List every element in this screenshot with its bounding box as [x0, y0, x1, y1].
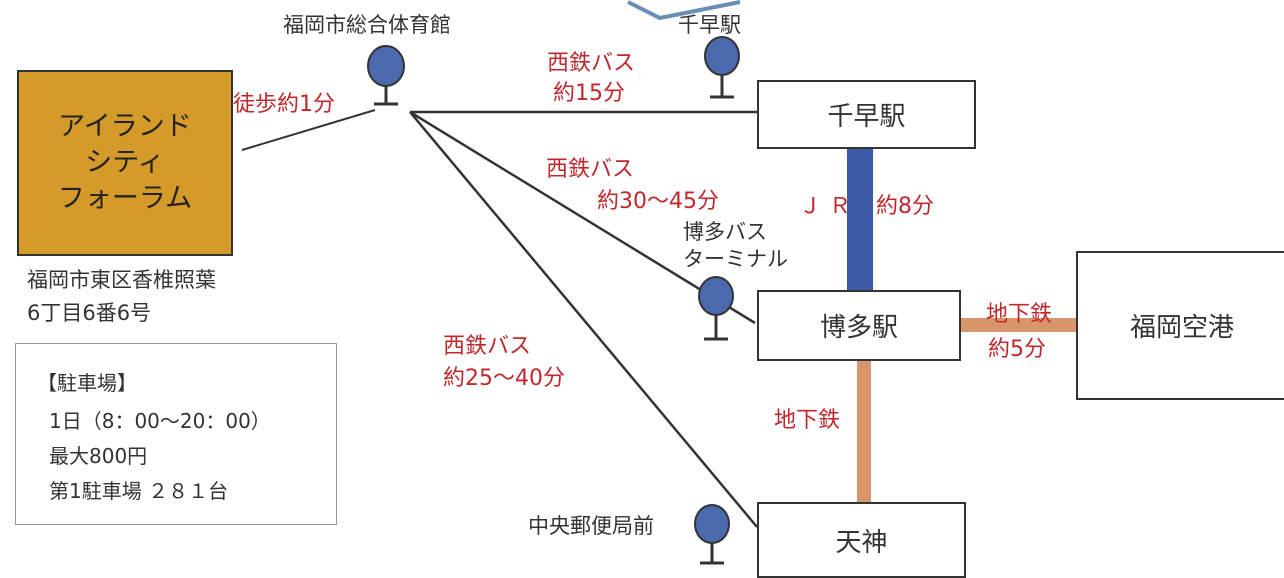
venue-name-line3: フォーラム [57, 183, 193, 214]
bus-stop-chihaya-icon [704, 36, 740, 99]
parking-title: 【駐車場】 [37, 371, 137, 395]
bus-stop-hakata-terminal-icon [698, 276, 734, 341]
bus-stop-gym-label: 福岡市総合体育館 [283, 13, 451, 37]
bus-route-hakata [409, 110, 756, 325]
jr-line [847, 147, 873, 290]
bus-route-tenjin [409, 111, 758, 528]
walk-connector-line [241, 109, 376, 151]
venue-address-line1: 福岡市東区香椎照葉 [27, 268, 216, 292]
route-chihaya-operator: 西鉄バス [547, 51, 636, 76]
jr-name-label: ＪＲ [799, 194, 860, 219]
parking-lot-capacity: 第1駐車場 ２８１台 [49, 479, 229, 503]
subway-tenjin-name-label: 地下鉄 [774, 408, 841, 433]
parking-info-box: 【駐車場】 1日（8：00〜20：00） 最大800円 第1駐車場 ２８１台 [15, 343, 337, 525]
bus-stop-hakata-terminal-label-line1: 博多バス [683, 220, 767, 244]
bus-stop-post-office-label: 中央郵便局前 [528, 514, 654, 538]
subway-airport-time-label: 約5分 [988, 337, 1046, 362]
station-chihaya: 千早駅 [757, 80, 976, 149]
route-hakata-operator: 西鉄バス [546, 157, 635, 182]
walk-time-label: 徒歩約1分 [233, 92, 335, 117]
station-tenjin: 天神 [757, 502, 966, 578]
subway-line-tenjin [857, 357, 871, 502]
subway-airport-name-label: 地下鉄 [986, 302, 1053, 327]
route-hakata-time: 約30〜45分 [597, 189, 719, 214]
venue-address-line2: 6丁目6番6号 [27, 301, 152, 325]
station-hakata: 博多駅 [757, 290, 961, 361]
venue-name-line1: アイランド [58, 111, 192, 142]
jr-time-label: 約8分 [876, 194, 934, 219]
station-fukuoka-airport: 福岡空港 [1076, 251, 1284, 400]
subway-line-airport [958, 318, 1078, 332]
parking-max-fee: 最大800円 [49, 444, 148, 468]
venue-name-line2: シティ [85, 147, 165, 178]
route-tenjin-operator: 西鉄バス [443, 334, 532, 359]
bus-stop-chihaya-label: 千早駅 [678, 13, 741, 37]
bus-stop-post-office-icon [694, 504, 730, 565]
route-chihaya-time: 約15分 [553, 81, 625, 106]
bus-stop-gym-icon [367, 45, 405, 106]
bus-stop-hakata-terminal-label-line2: ターミナル [683, 247, 788, 271]
parking-hours: 1日（8：00〜20：00） [49, 409, 271, 433]
route-tenjin-time: 約25〜40分 [443, 366, 565, 391]
callout-edge [627, 0, 741, 21]
venue-box: アイランド シティ フォーラム [17, 70, 233, 256]
